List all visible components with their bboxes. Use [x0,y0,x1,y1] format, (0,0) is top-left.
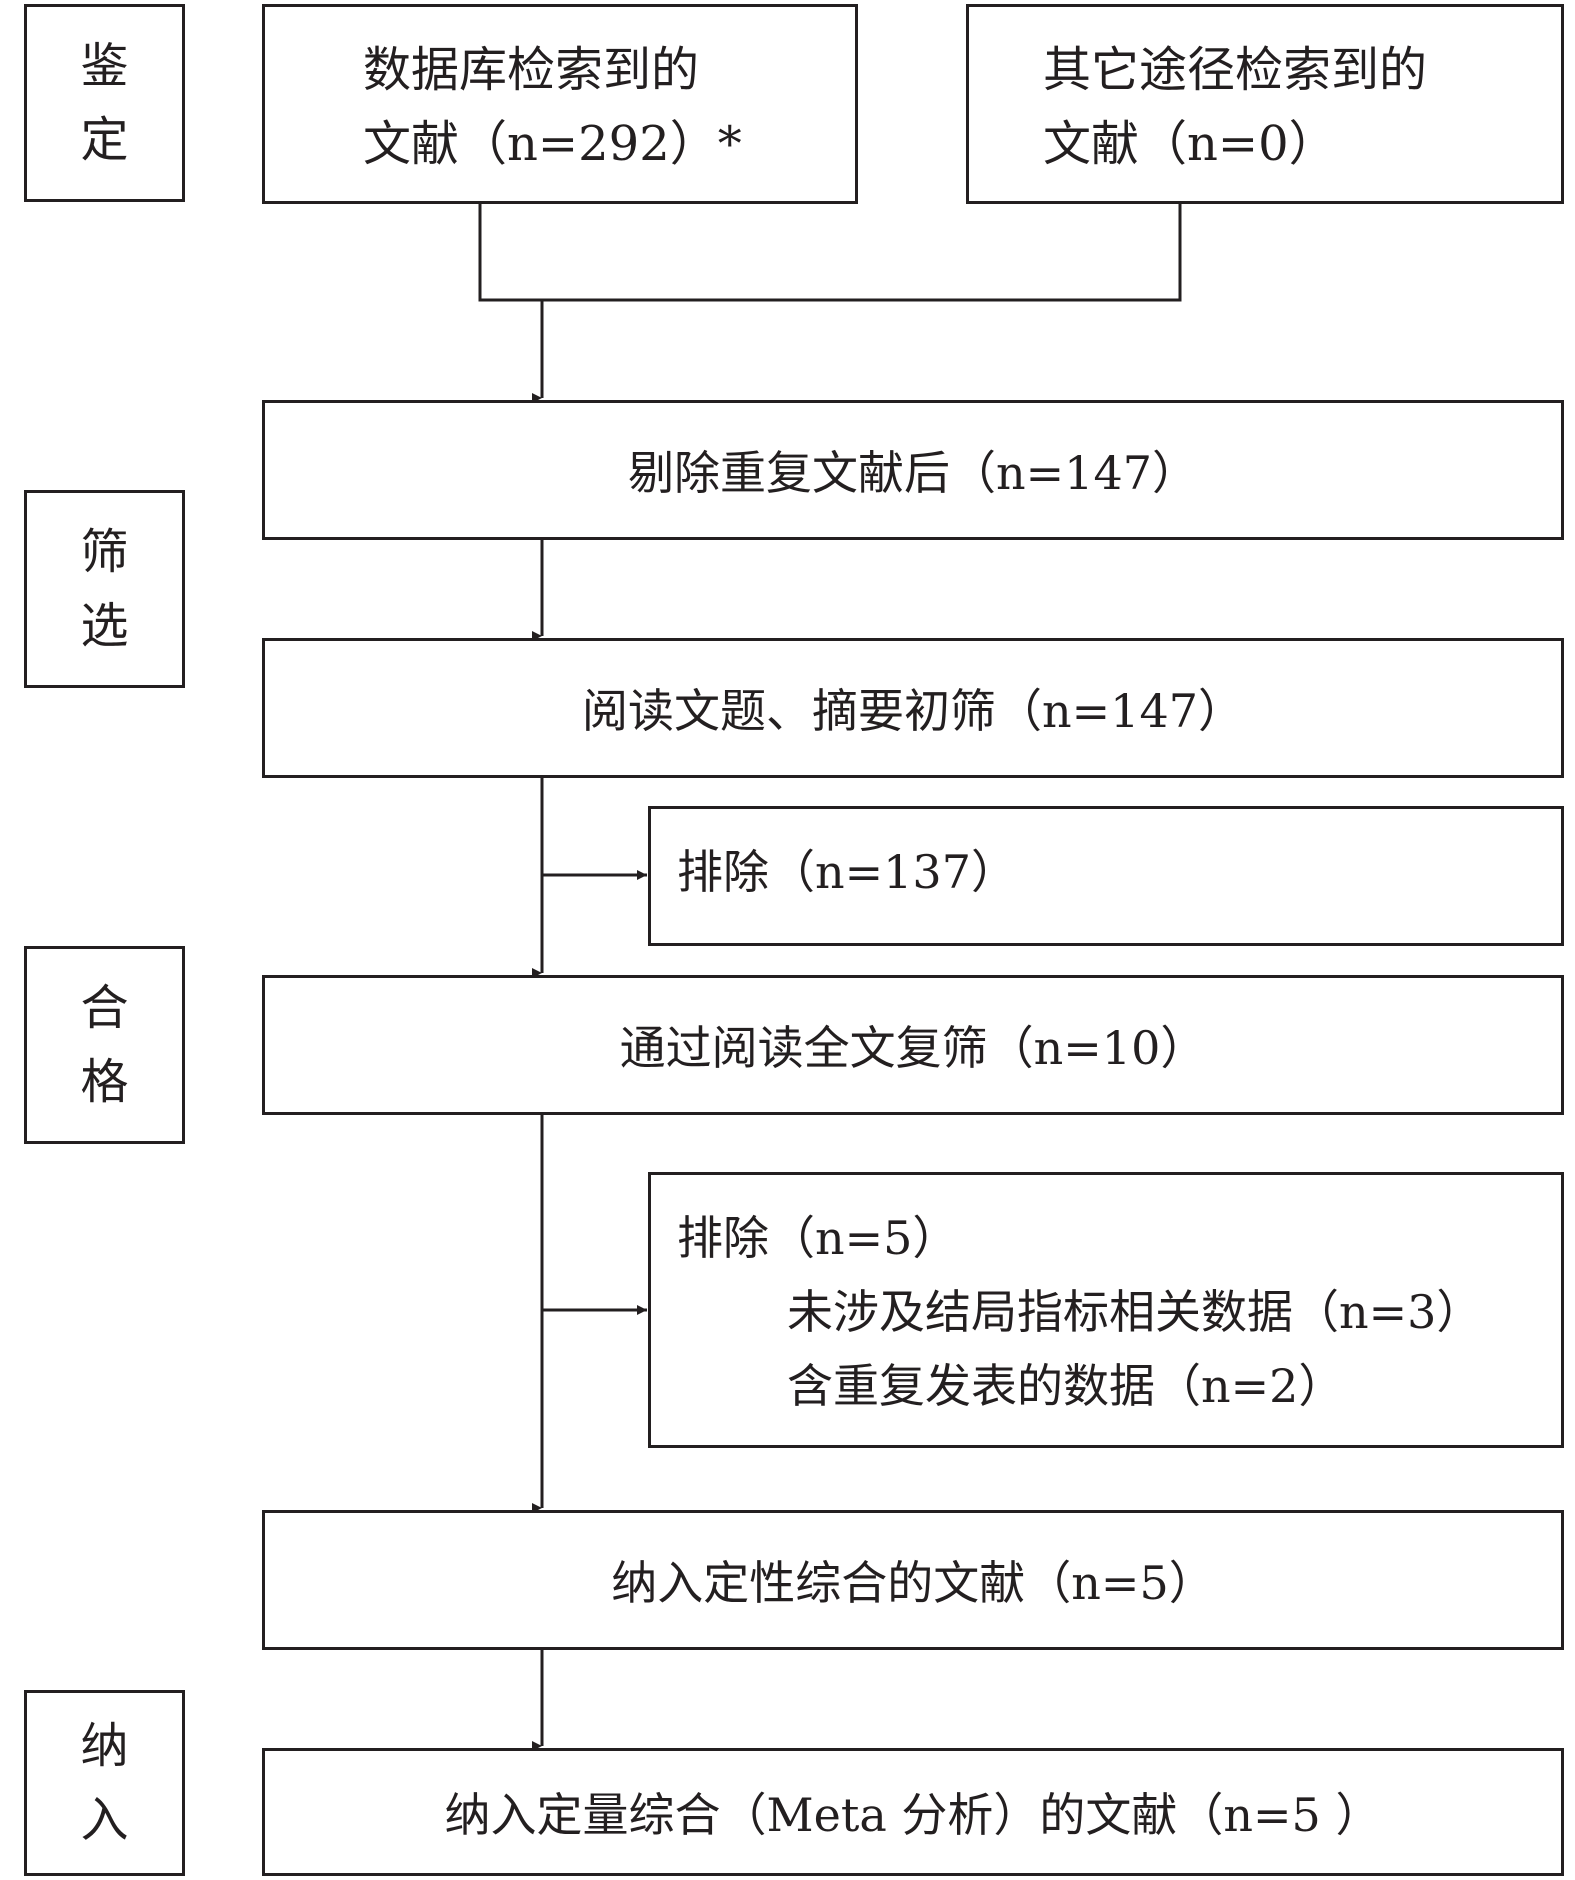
other-sources-line-1: 其它途径检索到的 [1043,42,1428,98]
quantitative-synthesis-label: 纳入定量综合（Meta 分析）的文献（n=5 ） [444,1788,1382,1842]
stage-eligibility-char-2: 格 [80,1054,129,1110]
database-records-line-1: 数据库检索到的 [363,42,700,98]
qualitative-synthesis-box: 纳入定性综合的文献（n=5） [262,1510,1564,1650]
database-records-box: 数据库检索到的 文献（n=292）* [262,4,858,204]
excluded-records-label-1: 排除（n=137） [677,845,1017,899]
exclusion-reason-2: 含重复发表的数据（n=2） [787,1359,1345,1413]
stage-screening-char-2: 选 [80,598,129,654]
full-text-screening-box: 通过阅读全文复筛（n=10） [262,975,1564,1115]
other-sources-line-2: 文献（n=0） [1043,116,1337,172]
excluded-records-box-2: 排除（n=5） 未涉及结局指标相关数据（n=3） 含重复发表的数据（n=2） [648,1172,1564,1448]
stage-eligibility: 合 格 [24,946,185,1144]
title-abstract-screening-label: 阅读文题、摘要初筛（n=147） [582,684,1244,738]
full-text-screening-label: 通过阅读全文复筛（n=10） [619,1021,1207,1075]
qualitative-synthesis-label: 纳入定性综合的文献（n=5） [611,1556,1215,1610]
stage-identification-char-2: 定 [80,112,129,168]
exclusion-reason-1: 未涉及结局指标相关数据（n=3） [787,1285,1483,1339]
stage-identification-char-1: 鉴 [80,38,129,94]
quantitative-synthesis-box: 纳入定量综合（Meta 分析）的文献（n=5 ） [262,1748,1564,1876]
excluded-records-title-2: 排除（n=5） [677,1211,959,1265]
title-abstract-screening-box: 阅读文题、摘要初筛（n=147） [262,638,1564,778]
stage-eligibility-char-1: 合 [80,980,129,1036]
stage-included-char-1: 纳 [80,1718,129,1774]
stage-screening: 筛 选 [24,490,185,688]
other-sources-box: 其它途径检索到的 文献（n=0） [966,4,1564,204]
stage-included-char-2: 入 [80,1792,129,1848]
deduplicated-records-label: 剔除重复文献后（n=147） [628,446,1198,500]
database-records-line-2: 文献（n=292）* [363,116,742,172]
deduplicated-records-box: 剔除重复文献后（n=147） [262,400,1564,540]
merge-connector [478,200,1182,302]
stage-included: 纳 入 [24,1690,185,1876]
stage-screening-char-1: 筛 [80,524,129,580]
excluded-records-box-1: 排除（n=137） [648,806,1564,946]
stage-identification: 鉴 定 [24,4,185,202]
